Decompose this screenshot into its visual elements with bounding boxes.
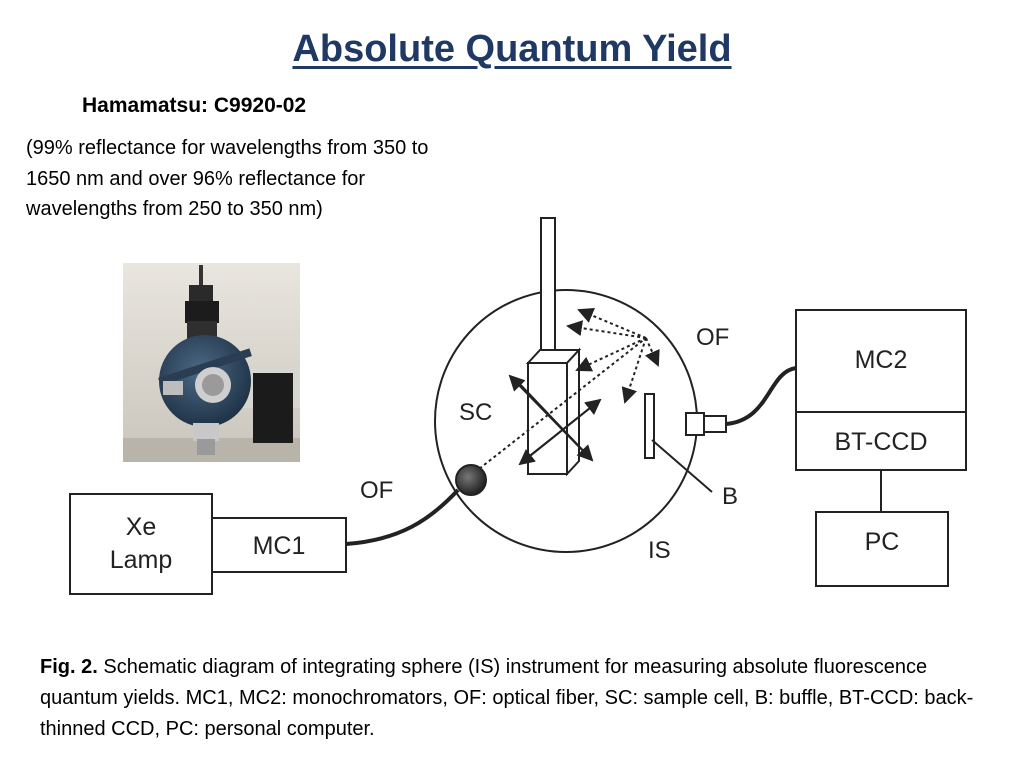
of-left-label: OF: [360, 477, 393, 504]
reflectance-note: (99% reflectance for wavelengths from 35…: [26, 137, 429, 220]
sc-label: SC: [459, 399, 492, 426]
is-label: IS: [648, 537, 671, 564]
figure-caption: Fig. 2. Schematic diagram of integrating…: [40, 652, 1000, 745]
sample-tube: [540, 217, 556, 355]
xe-lamp-line1: Xe: [126, 513, 157, 541]
b-label: B: [722, 483, 738, 510]
input-port: [455, 464, 487, 496]
arrow-sc-1b: [508, 374, 593, 461]
bt-ccd-box: [795, 411, 967, 471]
xe-lamp-line2: Lamp: [110, 546, 173, 574]
dotted-rays: [469, 308, 660, 477]
caption-text: Schematic diagram of integrating sphere …: [40, 656, 974, 740]
mc1-box: [211, 517, 347, 573]
pc-label: PC: [865, 528, 900, 556]
baffle: [644, 393, 655, 459]
baffle-leader: [651, 439, 713, 493]
integrating-sphere-photo: [123, 263, 300, 462]
xe-lamp-box: [69, 493, 213, 595]
fiber-left: [345, 488, 460, 546]
arrow-sc-2b: [518, 399, 601, 466]
mc2-label: MC2: [855, 346, 908, 374]
output-connector: [685, 412, 705, 436]
caption-lead: Fig. 2.: [40, 656, 98, 678]
fiber-right: [725, 366, 797, 426]
pc-box: [815, 511, 949, 587]
of-right-label: OF: [696, 324, 729, 351]
bt-ccd-label: BT-CCD: [834, 428, 927, 456]
instrument-model: Hamamatsu: C9920-02: [82, 94, 307, 117]
sample-cell: [525, 347, 582, 477]
page-title: Absolute Quantum Yield: [292, 28, 732, 70]
mc2-box: [795, 309, 967, 413]
mc1-label: MC1: [253, 532, 306, 560]
